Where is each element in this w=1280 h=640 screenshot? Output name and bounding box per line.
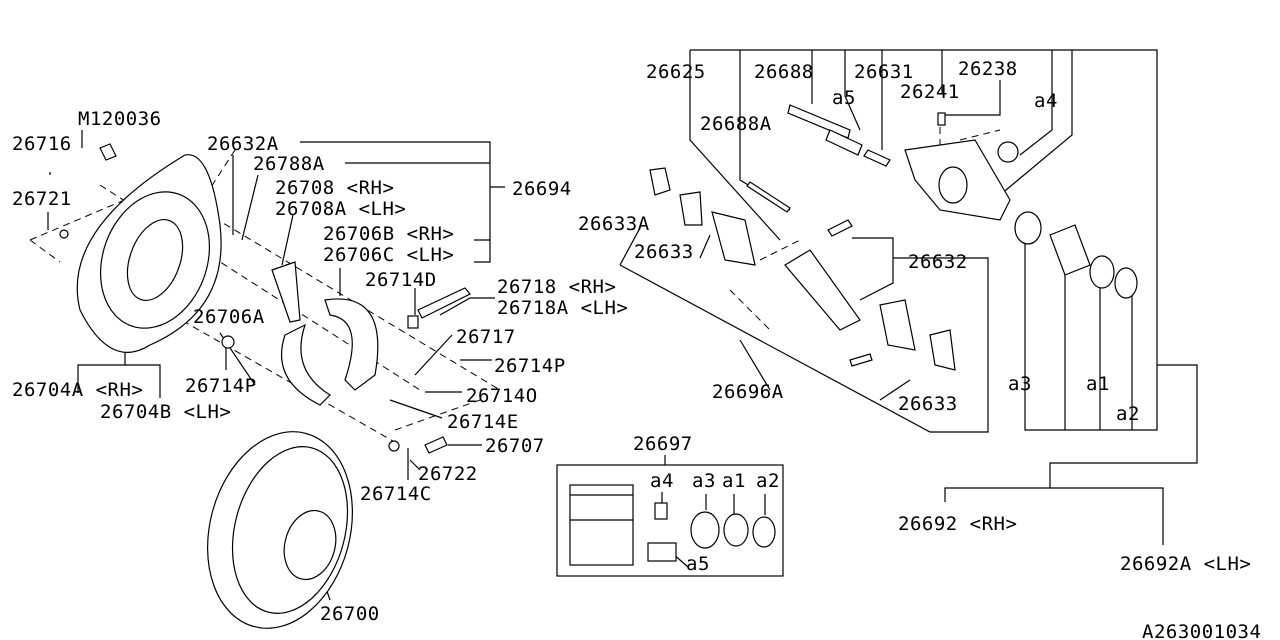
part-label-cal-a2: a2 <box>1116 403 1140 425</box>
part-label-26714d: 26714D <box>365 269 437 291</box>
part-label-26704a: 26704A <RH> <box>12 379 143 401</box>
backing-plate <box>76 154 222 353</box>
part-label-26692a: 26692A <LH> <box>1120 553 1251 575</box>
part-label-26697: 26697 <box>633 433 693 455</box>
part-label-26704b: 26704B <LH> <box>100 401 231 423</box>
brake-shoe-left <box>281 323 331 406</box>
part-label-26788a: 26788A <box>253 153 325 175</box>
part-label-26707: 26707 <box>485 435 545 457</box>
part-label-26241: 26241 <box>900 81 960 103</box>
part-label-cal-a5: a5 <box>832 87 856 109</box>
kit-contents <box>569 484 776 566</box>
part-label-m120036: M120036 <box>78 108 162 130</box>
part-label-26696a: 26696A <box>712 381 784 403</box>
part-label-26238: 26238 <box>958 58 1018 80</box>
part-drawings <box>59 104 1138 629</box>
part-label-26714o: 26714O <box>466 385 538 407</box>
part-label-26708a: 26708A <LH> <box>275 198 406 220</box>
part-label-cal-a4: a4 <box>1034 90 1058 112</box>
part-label-cal-a1: a1 <box>1086 373 1110 395</box>
part-label-cal-a3: a3 <box>1008 373 1032 395</box>
part-label-26714e: 26714E <box>447 411 519 433</box>
clip-26714d <box>407 315 419 329</box>
brake-disc-26700 <box>207 431 353 629</box>
part-label-26721: 26721 <box>12 188 72 210</box>
part-label-26714p-r: 26714P <box>494 355 566 377</box>
part-label-26625: 26625 <box>646 61 706 83</box>
part-label-kit-a1: a1 <box>722 470 746 492</box>
part-label-kit-a4: a4 <box>650 470 674 492</box>
adjuster-26718 <box>417 287 471 319</box>
part-label-kit-a2: a2 <box>756 470 780 492</box>
part-label-26718: 26718 <RH> <box>497 276 616 298</box>
part-label-26718a: 26718A <LH> <box>497 297 628 319</box>
part-label-26708: 26708 <RH> <box>275 177 394 199</box>
part-label-26633-top: 26633 <box>634 241 694 263</box>
part-label-26716: 26716 <box>12 133 72 155</box>
adjuster-26707 <box>424 436 448 454</box>
part-label-26688: 26688 <box>754 61 814 83</box>
part-label-26631: 26631 <box>854 61 914 83</box>
part-label-kit-a3: a3 <box>692 470 716 492</box>
part-label-26706a: 26706A <box>193 306 265 328</box>
part-label-26694: 26694 <box>512 178 572 200</box>
part-label-26714c: 26714C <box>360 483 432 505</box>
diagram-code: A263001034 <box>1142 621 1261 640</box>
washer-26714c <box>388 440 400 452</box>
part-label-26688a: 26688A <box>700 113 772 135</box>
plug-26714p <box>221 335 235 349</box>
caliper-parts <box>649 104 1138 371</box>
brake-shoe-right <box>324 298 379 391</box>
part-label-26700: 26700 <box>320 603 380 625</box>
part-label-26722: 26722 <box>418 463 478 485</box>
part-label-26692: 26692 <RH> <box>898 513 1017 535</box>
part-label-26632a: 26632A <box>207 133 279 155</box>
part-label-26714p-l: 26714P <box>185 375 257 397</box>
part-label-kit-a5: a5 <box>686 553 710 575</box>
leader-lines <box>47 49 1198 601</box>
part-label-26633a: 26633A <box>578 213 650 235</box>
part-label-26632: 26632 <box>908 251 968 273</box>
bolt-m120036 <box>99 143 117 161</box>
part-label-26706c: 26706C <LH> <box>323 244 454 266</box>
pin-26721 <box>59 229 69 239</box>
part-label-26706b: 26706B <RH> <box>323 223 454 245</box>
part-label-26633-bot: 26633 <box>898 393 958 415</box>
part-label-26717: 26717 <box>456 326 516 348</box>
lever-26708 <box>271 261 301 323</box>
